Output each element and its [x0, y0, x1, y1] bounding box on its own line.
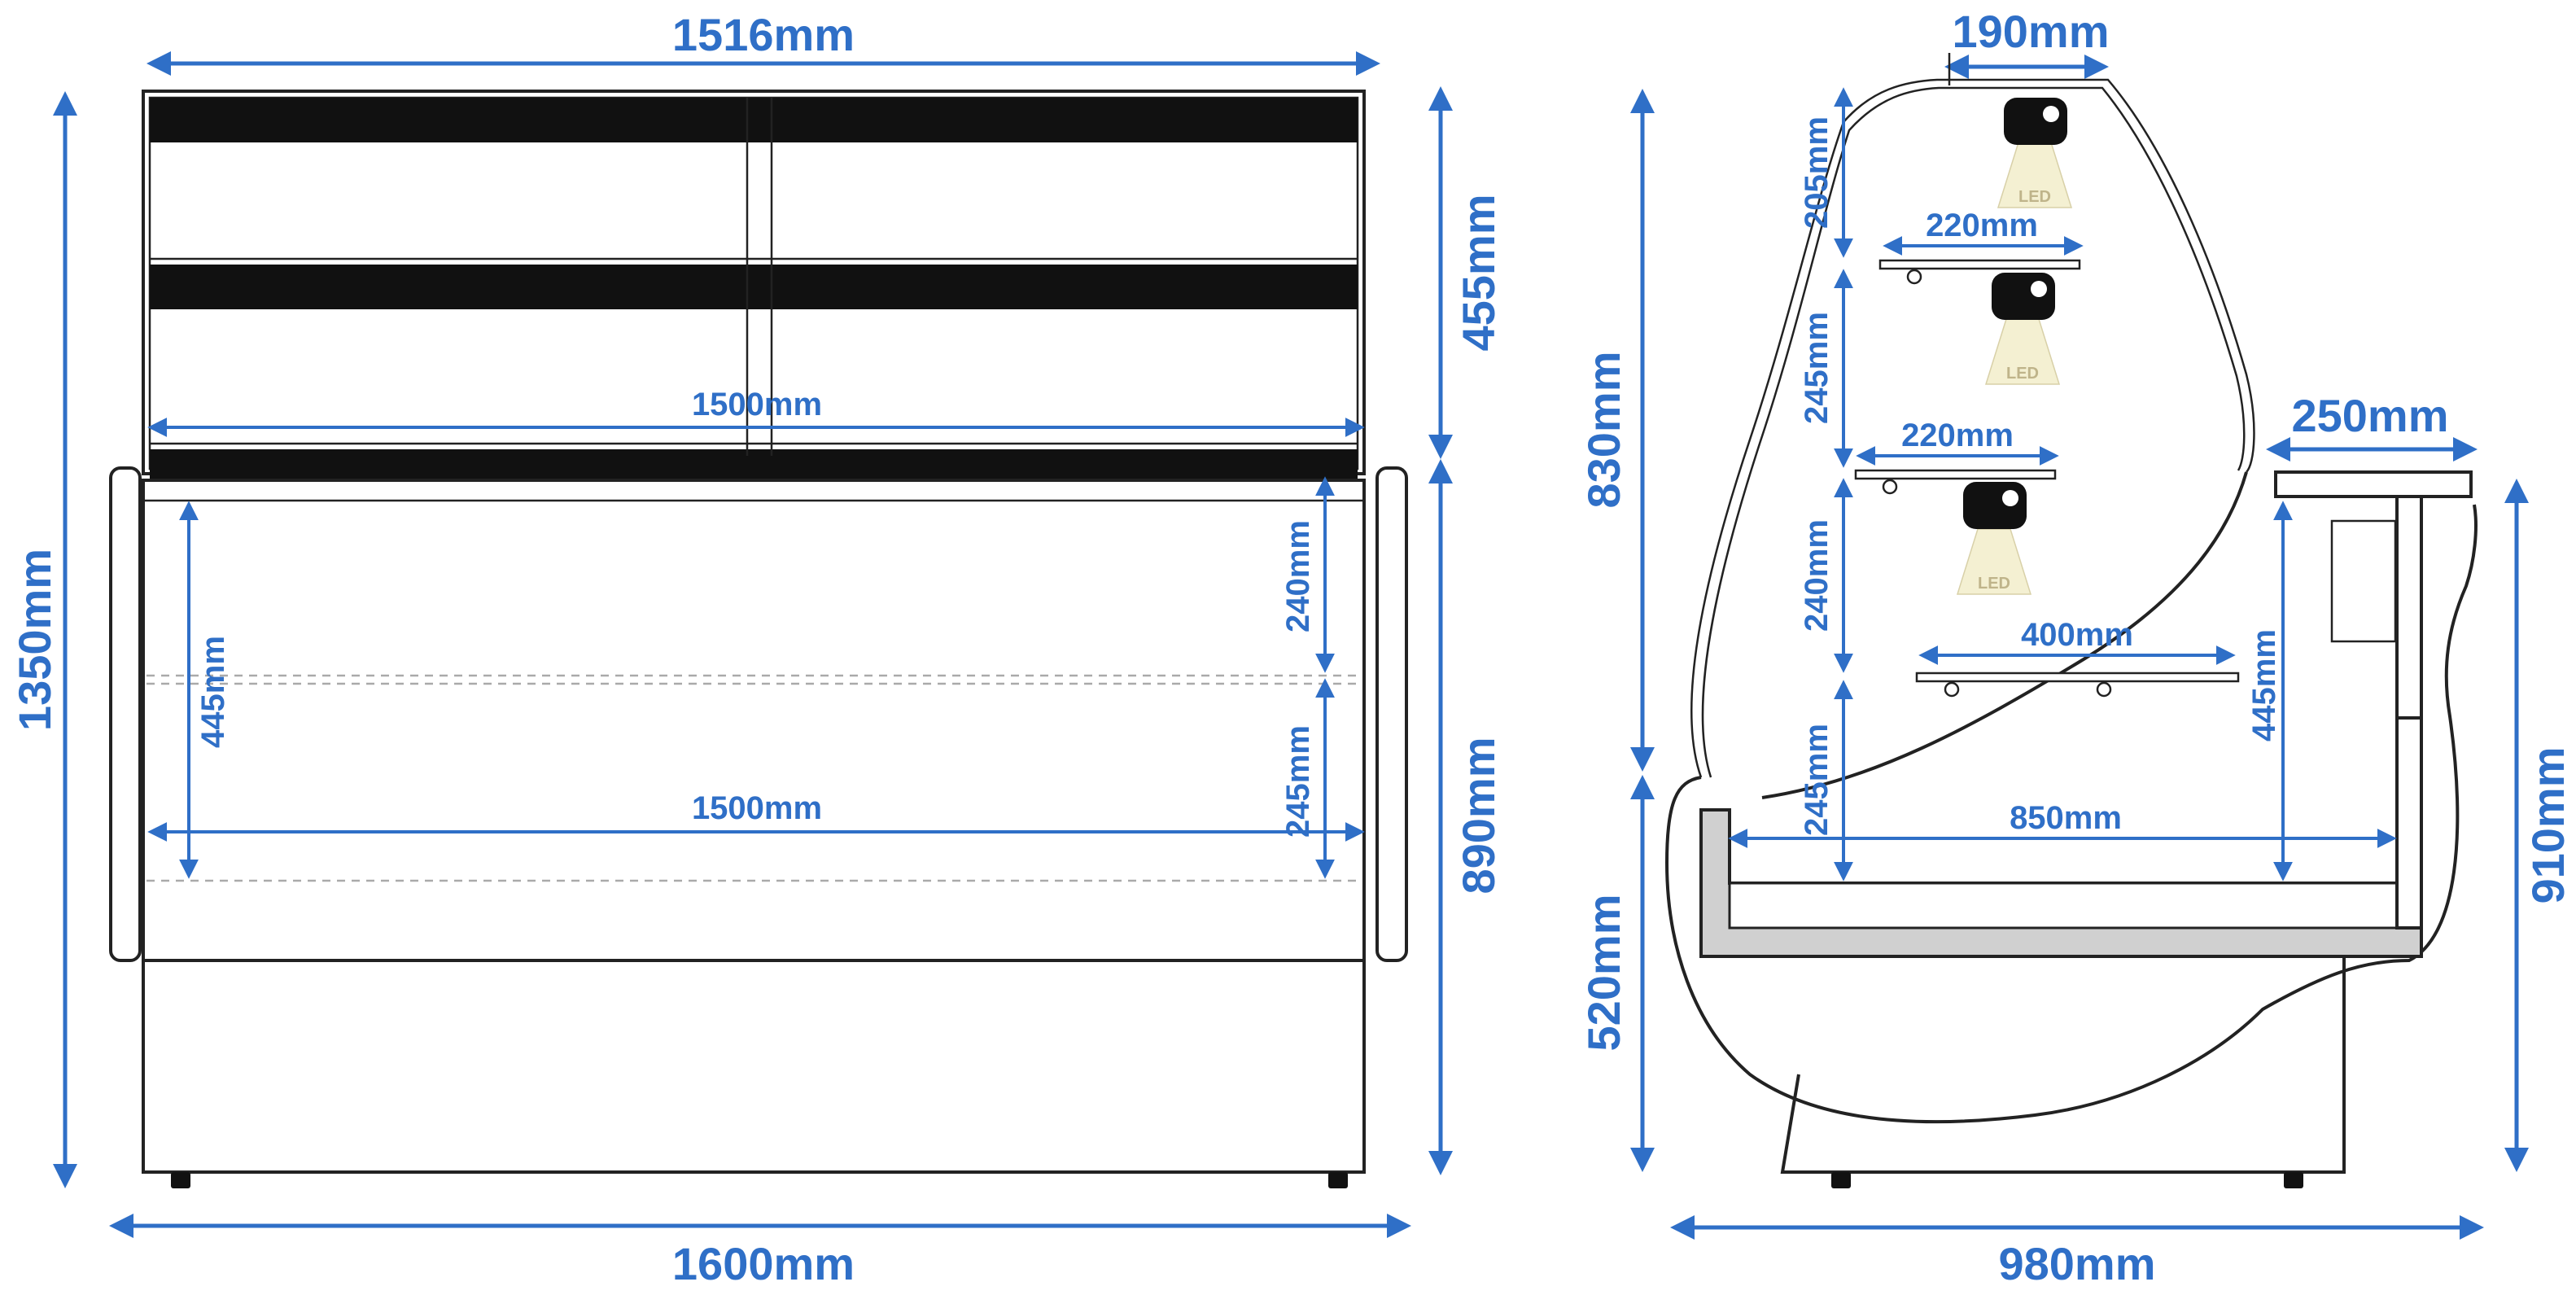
led-label-2: LED [2006, 365, 2039, 383]
side-body-outline [1664, 504, 2478, 1124]
front-foot-right [1328, 1172, 1348, 1188]
front-view: 1516mm 1600mm 1350mm 455mm 890mm 1500mm … [9, 9, 1504, 1289]
side-height-lower-label: 520mm [1578, 894, 1629, 1051]
led-label-1: LED [2018, 188, 2051, 206]
led-label-3: LED [1978, 575, 2010, 593]
side-counter-width-label: 250mm [2291, 390, 2448, 441]
led-lamp-3: LED [1956, 482, 2032, 595]
side-shelf-2 [1854, 469, 2057, 495]
side-hatched-block [2330, 519, 2397, 643]
side-gap3-label: 240mm [1799, 519, 1835, 632]
side-base-depth-label: 850mm [2010, 800, 2122, 836]
front-tray-depth-label: 445mm [195, 636, 231, 748]
side-gap1-label: 205mm [1799, 116, 1835, 229]
front-top-rail [150, 98, 1358, 142]
side-view: LED LED LED 190mm 980mm 830mm 520mm 910m… [1578, 6, 2574, 1289]
front-gap-bottom-label: 245mm [1280, 725, 1316, 838]
front-height-total-label: 1350mm [9, 549, 60, 731]
led-lamp-1: LED [1997, 98, 2073, 208]
front-display-box [142, 479, 1366, 962]
front-height-upper-label: 455mm [1453, 194, 1504, 351]
led-lamp-2: LED [1984, 273, 2061, 385]
side-foot-right [2284, 1172, 2303, 1188]
side-depth-total-label: 980mm [1998, 1238, 2155, 1289]
front-shelf-width-label: 1500mm [692, 387, 822, 422]
front-width-top-label: 1516mm [672, 9, 855, 60]
front-foot-left [171, 1172, 190, 1188]
front-height-lower-label: 890mm [1453, 737, 1504, 894]
side-tray-height-label: 445mm [2246, 629, 2282, 742]
side-shelf3-depth-label: 400mm [2021, 617, 2133, 653]
side-shelf-3 [1915, 672, 2240, 698]
side-foot-left [1831, 1172, 1851, 1188]
front-shelf-upper [150, 265, 1358, 309]
front-width-bottom-label: 1600mm [672, 1238, 855, 1289]
side-base [1780, 952, 2346, 1174]
side-tray-inner [1728, 882, 2399, 930]
side-top-width-label: 190mm [1952, 6, 2109, 57]
side-shelf2-depth-label: 220mm [1901, 418, 2014, 453]
side-rear-panel [2395, 495, 2423, 720]
front-side-post-left [109, 466, 142, 962]
side-height-rear-label: 910mm [2522, 746, 2574, 903]
side-gap4-label: 245mm [1799, 724, 1835, 836]
side-curved-glass-inner [1701, 86, 2246, 778]
front-shelf-lower [150, 449, 1358, 480]
side-height-upper-label: 830mm [1578, 351, 1629, 508]
side-curved-glass-outer [1690, 78, 2255, 778]
side-counter-top [2274, 470, 2473, 498]
side-gap2-label: 245mm [1799, 312, 1835, 424]
front-base [142, 959, 1366, 1174]
side-shelf1-depth-label: 220mm [1926, 208, 2038, 243]
side-shelf-1 [1878, 259, 2081, 285]
front-side-post-right [1375, 466, 1408, 962]
front-base-width-label: 1500mm [692, 790, 822, 826]
front-gap-top-label: 240mm [1280, 520, 1316, 632]
